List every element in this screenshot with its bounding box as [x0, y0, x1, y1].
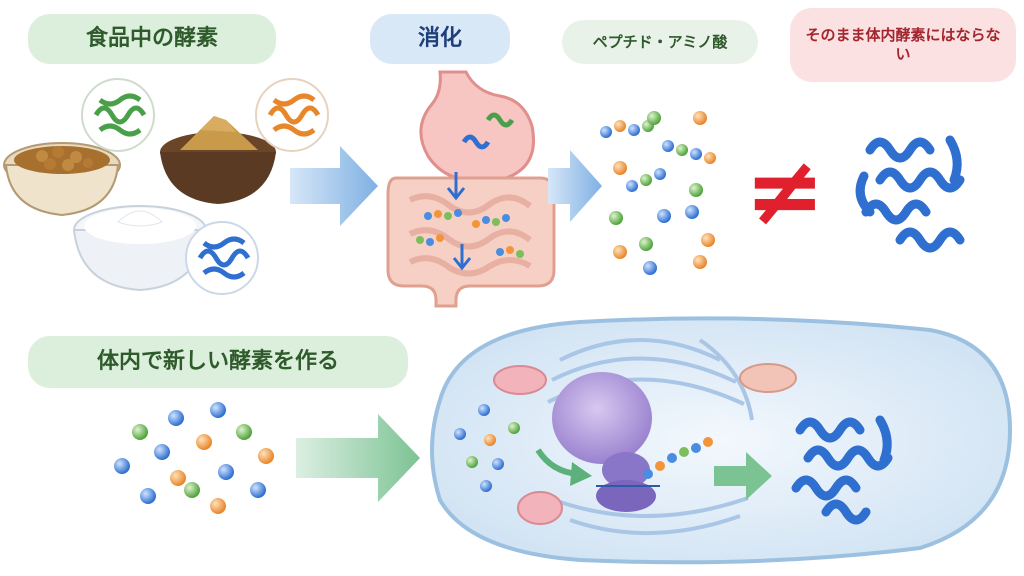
- mitochondria-icon: [493, 363, 797, 525]
- input-amino-acids: [114, 402, 274, 514]
- food-enzymes-label: 食品中の酵素: [28, 14, 276, 64]
- cell-amino-acids: [454, 404, 520, 492]
- arrow-ribosome-to-enzyme: [714, 452, 772, 500]
- digestion-label: 消化: [370, 14, 510, 64]
- ribosome-icon: [596, 452, 656, 512]
- not-equal-symbol: ≠: [744, 135, 826, 247]
- intestine-peptide-chains: [416, 209, 524, 258]
- yogurt-bowl-icon: [72, 205, 208, 292]
- peptides-amino-acids-label: ペプチド・アミノ酸: [562, 20, 758, 64]
- arrow-stomach-down: [446, 172, 466, 201]
- new-enzyme-protein-icon: [791, 415, 893, 525]
- enzyme-protein-icon: [855, 135, 965, 253]
- not-body-enzymes-label: そのまま体内酵素にはならない: [790, 8, 1016, 82]
- amino-acids: [609, 111, 715, 275]
- arrow-food-to-digestion: [290, 146, 378, 226]
- stomach-intestine-icon: [386, 70, 556, 308]
- arrow-amino-to-cell: [296, 414, 420, 502]
- growing-peptide-chain: [596, 437, 713, 487]
- make-new-enzymes-label: 体内で新しい酵素を作る: [28, 336, 408, 388]
- stomach-enzymes: [461, 112, 515, 150]
- green-enzyme-bubble: [81, 78, 155, 152]
- arrow-to-ribosome-head: [570, 462, 592, 486]
- nucleus-icon: [552, 372, 652, 464]
- arrow-digestion-to-peptides: [548, 150, 602, 222]
- blue-enzyme-bubble: [185, 221, 259, 295]
- natto-bowl-icon: [3, 142, 121, 217]
- peptide-chains: [600, 120, 716, 192]
- orange-enzyme-bubble: [255, 78, 329, 152]
- miso-bowl-icon: [160, 116, 276, 204]
- arrow-intestine-down: [452, 244, 472, 271]
